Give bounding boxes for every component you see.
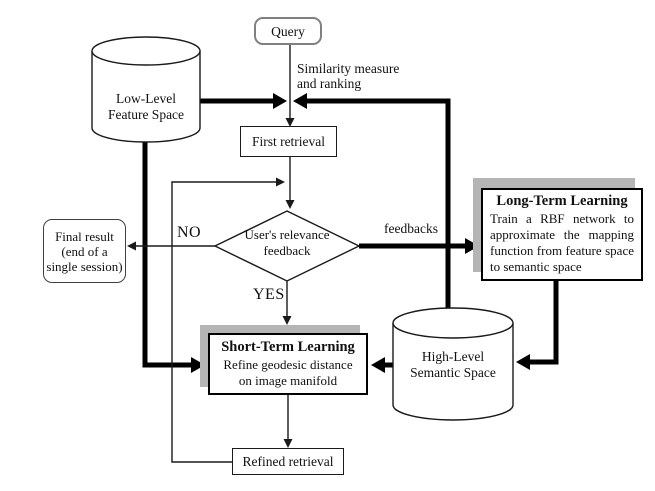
high-level-store-line2: Semantic Space <box>410 365 496 380</box>
low-level-store-label: Low-Level Feature Space <box>92 91 200 123</box>
refined-retrieval-node: Refined retrieval <box>232 448 344 475</box>
relevance-feedback-decision-diamond <box>213 210 361 282</box>
final-result-line2: (end of a <box>61 243 108 259</box>
arrowhead-right-icon <box>191 357 205 373</box>
arrowhead-down-icon <box>285 200 295 209</box>
arrowhead-down-icon <box>285 118 295 127</box>
edge-refined-loopback <box>171 181 277 463</box>
cylinder-top <box>392 307 514 339</box>
cylinder-body <box>91 51 201 143</box>
edge-semantic-to-junction <box>306 98 451 314</box>
relevance-decision-label: User's relevance feedback <box>215 227 359 259</box>
arrowhead-left-icon <box>371 357 385 373</box>
low-level-feature-space-cylinder <box>91 36 201 143</box>
final-result-node: Final result (end of a single session) <box>43 219 126 283</box>
short-term-learning-body2: on image manifold <box>238 373 338 388</box>
long-term-learning-node: Long-Term Learning Train a RBF network t… <box>481 188 643 281</box>
high-level-store-line1: High-Level <box>421 349 485 364</box>
cylinder-top <box>91 36 201 66</box>
first-retrieval-node: First retrieval <box>240 126 337 157</box>
arrowhead-left-icon <box>127 241 136 251</box>
arrowhead-left-icon <box>293 93 307 109</box>
refined-retrieval-label: Refined retrieval <box>242 454 334 469</box>
no-label: NO <box>177 224 202 241</box>
feedbacks-label: feedbacks <box>384 221 438 236</box>
high-level-store-label: High-Level Semantic Space <box>393 349 513 381</box>
edge-lowlevel-to-shortterm <box>142 133 192 368</box>
short-term-learning-body1: Refine geodesic distance <box>223 357 353 372</box>
final-result-line1: Final result <box>55 228 114 244</box>
first-retrieval-label: First retrieval <box>251 134 326 149</box>
similarity-measure-label: Similarity measure and ranking <box>297 61 399 91</box>
edge-longterm-to-semantic <box>530 280 559 365</box>
arrowhead-right-icon <box>465 238 479 254</box>
similarity-line2: and ranking <box>297 76 362 91</box>
relevance-decision-line2: feedback <box>263 243 311 258</box>
high-level-semantic-space-cylinder <box>392 307 514 421</box>
low-level-store-line2: Feature Space <box>107 107 185 122</box>
long-term-learning-title: Long-Term Learning <box>496 193 628 209</box>
arrowhead-left-icon <box>516 354 530 370</box>
thin-edges <box>127 45 295 463</box>
relevance-decision-line1: User's relevance <box>244 227 330 242</box>
short-term-learning-node: Short-Term Learning Refine geodesic dist… <box>208 333 368 395</box>
arrowhead-down-icon <box>283 439 293 448</box>
similarity-line1: Similarity measure <box>297 61 400 76</box>
arrowhead-right-icon <box>273 93 287 109</box>
query-label: Query <box>271 23 305 39</box>
arrowhead-right-icon <box>276 177 285 187</box>
short-term-learning-title: Short-Term Learning <box>221 339 355 355</box>
final-result-line3: single session) <box>46 258 123 274</box>
query-node: Query <box>254 17 322 45</box>
low-level-store-line1: Low-Level <box>116 91 176 106</box>
long-term-learning-body: Train a RBF network to approximate the m… <box>490 211 634 274</box>
arrowhead-down-icon <box>282 316 292 325</box>
cylinder-body <box>392 323 514 421</box>
yes-label: YES <box>253 286 285 303</box>
